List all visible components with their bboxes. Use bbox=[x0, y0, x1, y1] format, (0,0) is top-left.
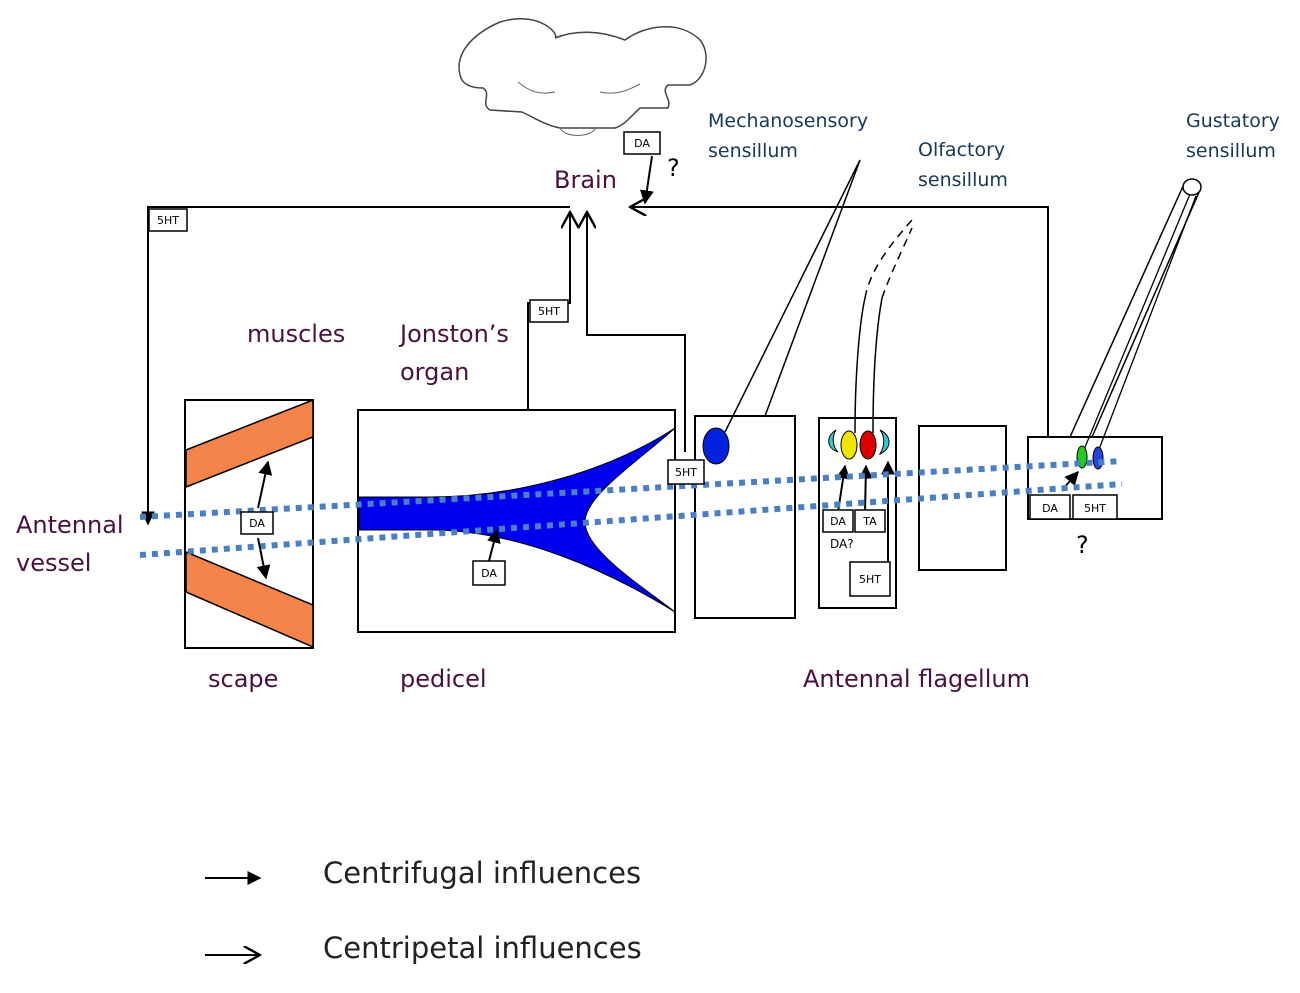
gustatory-blue-neuron bbox=[1092, 446, 1104, 470]
gustatory-question-mark: ? bbox=[1076, 531, 1089, 559]
brain-midline bbox=[559, 127, 597, 136]
brain-outline bbox=[458, 18, 707, 129]
mechanosensory-label-line2: sensillum bbox=[708, 140, 798, 162]
brain-da-arrow bbox=[639, 155, 654, 205]
olfactory-da-tag: DA bbox=[830, 515, 846, 528]
scape-muscle-lower bbox=[185, 550, 314, 649]
gustatory-hair-inner-left bbox=[1082, 193, 1191, 453]
gustatory-da-tag-box bbox=[1029, 494, 1071, 520]
mechanosensory-hair-left bbox=[724, 159, 861, 433]
mechano-5ht-tag: 5HT bbox=[675, 466, 697, 479]
pedicel-da-arrow bbox=[487, 528, 501, 562]
olfactory-5ht-tag: 5HT bbox=[859, 573, 881, 586]
gustatory-5ht-tag: 5HT bbox=[1084, 502, 1106, 515]
gustatory-label-line2: sensillum bbox=[1186, 140, 1276, 162]
johnstons-5ht-tag: 5HT bbox=[538, 305, 560, 318]
brain-lobe-left bbox=[517, 81, 556, 94]
antennal-vessel-lower-wall bbox=[139, 481, 1123, 558]
brain-label: Brain bbox=[554, 166, 617, 194]
gustatory-hair-left bbox=[1069, 183, 1185, 438]
olfactory-label-line1: Olfactory bbox=[918, 139, 1005, 161]
vessel-5ht-tag: 5HT bbox=[157, 214, 179, 227]
johnstons-organ-label-line2: organ bbox=[400, 358, 469, 386]
gustatory-label-line1: Gustatory bbox=[1186, 110, 1280, 132]
pedicel-da-tag: DA bbox=[481, 567, 497, 580]
gustatory-da-tag: DA bbox=[1042, 502, 1058, 515]
scape-muscle-upper bbox=[185, 398, 314, 489]
gustatory-5ht-tag-box bbox=[1072, 494, 1118, 520]
pedicel-label: pedicel bbox=[400, 665, 487, 693]
olfactory-label-line2: sensillum bbox=[918, 169, 1008, 191]
vessel-5ht-tag-box bbox=[148, 208, 188, 232]
mechanosensory-neuron bbox=[702, 427, 730, 465]
brain-question-mark: ? bbox=[667, 154, 680, 182]
gustatory-hair-tip bbox=[1182, 178, 1202, 196]
johnstons-organ-label-line1: Jonston’s bbox=[398, 320, 509, 348]
gustatory-hair-inner-right bbox=[1097, 195, 1197, 453]
antennal-vessel-label-line1: Antennal bbox=[16, 511, 124, 539]
legend-centrifugal-label: Centrifugal influences bbox=[323, 856, 641, 890]
olfactory-da-tag-box bbox=[822, 509, 854, 533]
muscles-label: muscles bbox=[247, 320, 345, 348]
antennal-vessel-label-line2: vessel bbox=[16, 549, 91, 577]
johnstons-5ht-tag-box bbox=[529, 299, 569, 323]
brain-da-tag-box bbox=[623, 131, 661, 155]
mechanosensory-pathway bbox=[587, 212, 686, 452]
mechanosensory-hair-right bbox=[764, 159, 861, 417]
scape-da-arrow-down bbox=[256, 537, 271, 580]
vessel-5ht-pathway bbox=[141, 206, 570, 526]
olfactory-da-question: DA? bbox=[830, 537, 854, 551]
olfactory-hair-tip bbox=[864, 219, 913, 299]
olfactory-hair-base bbox=[854, 297, 883, 434]
olfactory-cyan-cell-right bbox=[878, 429, 890, 456]
scape-da-arrow-up bbox=[257, 460, 273, 509]
olfactory-ta-tag: TA bbox=[862, 515, 877, 528]
gustatory-pathway bbox=[630, 207, 1049, 502]
scape-da-tag: DA bbox=[249, 517, 265, 530]
brain-lobe-right bbox=[599, 83, 641, 94]
scape-label: scape bbox=[208, 665, 278, 693]
olfactory-cyan-cell-left bbox=[828, 429, 839, 453]
mechanosensory-label-line1: Mechanosensory bbox=[708, 110, 868, 132]
pedicel-da-tag-box bbox=[472, 560, 506, 586]
olfactory-5ht-tag-box bbox=[849, 561, 891, 597]
brain-da-tag: DA bbox=[634, 137, 650, 150]
olfactory-yellow-neuron bbox=[840, 430, 858, 460]
olfactory-red-neuron bbox=[859, 430, 877, 460]
olfactory-ta-tag-box bbox=[854, 509, 886, 533]
legend-centripetal-label: Centripetal influences bbox=[323, 931, 642, 965]
olfactory-ta-arrow bbox=[858, 464, 873, 513]
scape-da-tag-box bbox=[240, 511, 274, 535]
mechano-5ht-tag-box bbox=[667, 459, 705, 485]
antennal-vessel-upper-wall bbox=[139, 458, 1123, 520]
antennal-flagellum-label: Antennal flagellum bbox=[803, 665, 1030, 693]
